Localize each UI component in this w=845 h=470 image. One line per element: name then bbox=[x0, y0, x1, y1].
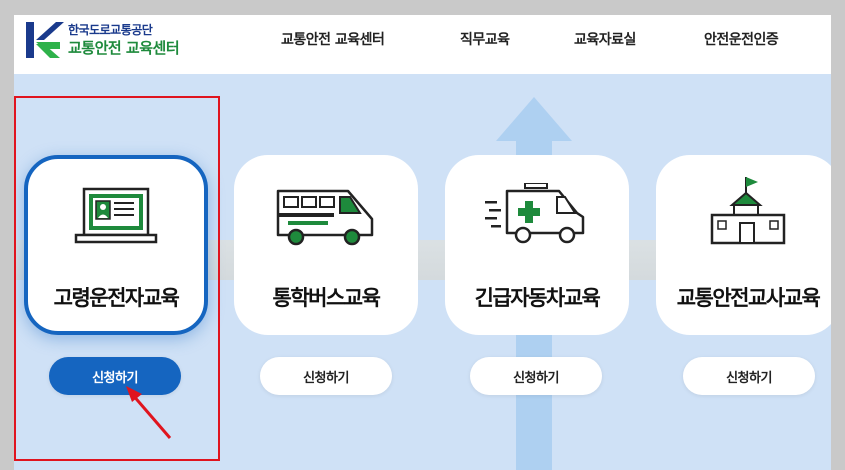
nav-item-resources[interactable]: 교육자료실 bbox=[574, 32, 636, 48]
apply-button-emergency-vehicle[interactable]: 신청하기 bbox=[470, 357, 602, 395]
card-title: 교통안전교사교육 bbox=[676, 286, 821, 310]
apply-button-school-bus[interactable]: 신청하기 bbox=[260, 357, 392, 395]
school-bus-icon bbox=[276, 189, 374, 246]
card-safety-teacher-education[interactable]: 교통안전교사교육 bbox=[656, 155, 831, 335]
card-title: 통학버스교육 bbox=[272, 286, 381, 310]
site-header: 한국도로교통공단 교통안전 교육센터 교통안전 교육센터 직무교육 교육자료실 … bbox=[14, 15, 831, 74]
card-title: 고령운전자교육 bbox=[53, 286, 180, 310]
page-frame: 한국도로교통공단 교통안전 교육센터 교통안전 교육센터 직무교육 교육자료실 … bbox=[14, 15, 831, 470]
scrollbar-track[interactable] bbox=[831, 15, 845, 470]
apply-button-senior-driver[interactable]: 신청하기 bbox=[49, 357, 181, 395]
nav-item-safe-driving-cert[interactable]: 안전운전인증 bbox=[704, 32, 779, 48]
ambulance-icon bbox=[485, 183, 585, 244]
koroad-logo-icon bbox=[26, 22, 64, 58]
org-name: 한국도로교통공단 bbox=[68, 23, 153, 37]
site-name: 교통안전 교육센터 bbox=[68, 39, 180, 57]
main-nav: 교통안전 교육센터 직무교육 교육자료실 안전운전인증 bbox=[14, 29, 831, 51]
nav-item-job-training[interactable]: 직무교육 bbox=[460, 32, 510, 48]
site-logo[interactable]: 한국도로교통공단 교통안전 교육센터 bbox=[26, 20, 196, 66]
laptop-id-card-icon bbox=[74, 187, 158, 244]
card-senior-driver-education[interactable]: 고령운전자교육 bbox=[24, 155, 208, 335]
nav-item-traffic-safety-center[interactable]: 교통안전 교육센터 bbox=[281, 32, 385, 48]
card-school-bus-education[interactable]: 통학버스교육 bbox=[234, 155, 418, 335]
apply-button-safety-teacher[interactable]: 신청하기 bbox=[683, 357, 815, 395]
card-title: 긴급자동차교육 bbox=[474, 286, 601, 310]
card-emergency-vehicle-education[interactable]: 긴급자동차교육 bbox=[445, 155, 629, 335]
school-building-icon bbox=[710, 177, 786, 245]
red-arrow-icon bbox=[120, 380, 176, 446]
